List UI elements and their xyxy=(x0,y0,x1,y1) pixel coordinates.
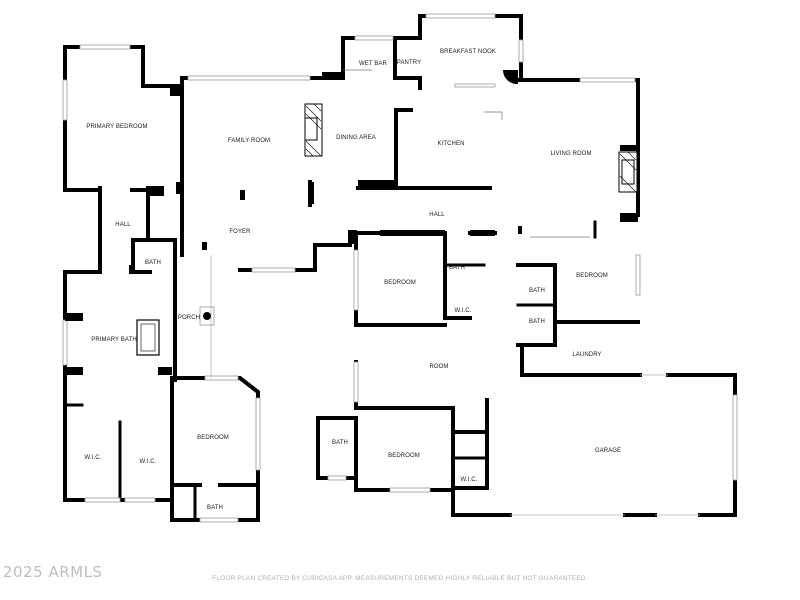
label-porch: PORCH xyxy=(178,315,200,321)
label-dining-area: DINING AREA xyxy=(336,135,376,141)
label-bedroom-center: BEDROOM xyxy=(384,280,416,286)
label-primary-bedroom: PRIMARY BEDROOM xyxy=(86,124,147,130)
windows xyxy=(62,13,738,523)
label-bath-right-top: BATH xyxy=(529,288,545,294)
label-living-room: LIVING ROOM xyxy=(550,151,591,157)
fixtures xyxy=(136,69,638,356)
label-bedroom-lower: BEDROOM xyxy=(388,453,420,459)
label-wic-lower: W.I.C. xyxy=(461,477,478,483)
label-bath-bottom-left: BATH xyxy=(207,505,223,511)
label-family-room: FAMILY ROOM xyxy=(228,138,270,144)
label-hall-left: HALL xyxy=(115,222,131,228)
label-foyer: FOYER xyxy=(229,229,251,235)
label-bedroom-left: BEDROOM xyxy=(197,435,229,441)
label-primary-bath: PRIMARY BATH xyxy=(91,337,137,343)
label-wic-left-2: W.I.C. xyxy=(140,459,157,465)
disclaimer-text: FLOOR PLAN CREATED BY CUBICASA APP. MEAS… xyxy=(212,575,588,582)
room-labels: PRIMARY BEDROOM FAMILY ROOM DINING AREA … xyxy=(85,49,622,511)
label-wic-center: W.I.C. xyxy=(455,308,472,314)
watermark-text: 2025 ARMLS xyxy=(3,563,103,581)
walls xyxy=(63,14,737,522)
label-hall-center: HALL xyxy=(429,212,445,218)
label-bath-right-bottom: BATH xyxy=(529,319,545,325)
label-breakfast-nook: BREAKFAST NOOK xyxy=(440,49,496,55)
label-wic-left: W.I.C. xyxy=(85,455,102,461)
label-bedroom-right: BEDROOM xyxy=(576,273,608,279)
label-bath-lower: BATH xyxy=(332,440,348,446)
label-kitchen: KITCHEN xyxy=(437,141,464,147)
label-wet-bar: WET BAR xyxy=(359,61,387,67)
wall-blocks xyxy=(65,70,638,375)
label-bath-hall: BATH xyxy=(145,260,161,266)
label-garage: GARAGE xyxy=(595,448,621,454)
label-pantry: PANTRY xyxy=(397,60,421,66)
label-room: ROOM xyxy=(429,364,448,370)
label-laundry: LAUNDRY xyxy=(572,352,601,358)
label-bath-center: BATH xyxy=(449,265,465,271)
